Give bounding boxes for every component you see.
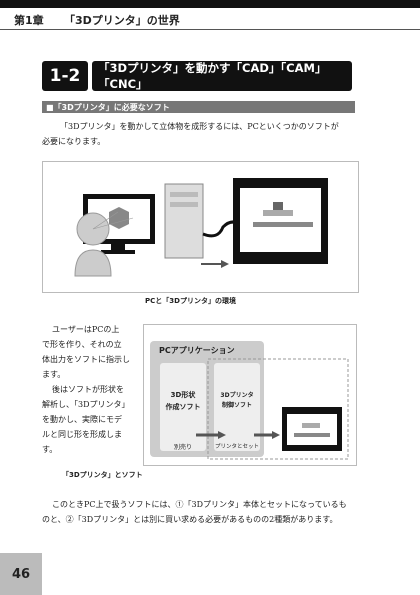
intro-line-2: 必要になります。 bbox=[42, 137, 106, 146]
outro-line-1: このときPC上で扱うソフトには、①「3Dプリンタ」本体とセットになっているも bbox=[52, 500, 347, 509]
outro-line-2: のと、②「3Dプリンタ」とは別に買い求める必要があるものの2種類があります。 bbox=[42, 515, 338, 524]
figure2-caption: 「3Dプリンタ」とソフト bbox=[62, 471, 143, 479]
dashed-group-outline bbox=[207, 358, 349, 460]
cad-label-1: 3D形状 bbox=[170, 391, 196, 399]
figure-pc-environment bbox=[42, 161, 359, 293]
printer-sub-label: プリンタとセット bbox=[214, 444, 259, 450]
intro-line-1: 「3Dプリンタ」を動かして立体物を成形するには、PCといくつかのソフトが bbox=[60, 122, 339, 131]
side-line: ます。 bbox=[42, 370, 66, 379]
section-title: 「3Dプリンタ」を動かす「CAD」「CAM」「CNC」 bbox=[92, 61, 352, 91]
top-bar bbox=[0, 0, 420, 8]
pc-printer-illustration bbox=[74, 178, 328, 277]
side-line: ルと同じ形を形成しま bbox=[42, 430, 122, 439]
figure1-caption: PCと「3Dプリンタ」の環境 bbox=[145, 297, 236, 305]
side-line: を動かし、実際にモデ bbox=[42, 415, 122, 424]
subsection-heading: ■「3Dプリンタ」に必要なソフト bbox=[42, 101, 355, 113]
chapter-divider bbox=[0, 29, 420, 30]
side-line: 体出力をソフトに指示し bbox=[42, 355, 130, 364]
side-line: で形を作り、それの立 bbox=[42, 340, 122, 349]
section-number: 1-2 bbox=[42, 61, 88, 91]
side-line: す。 bbox=[42, 445, 58, 454]
pc-app-title: PCアプリケーション bbox=[159, 346, 235, 355]
page-number: 46 bbox=[0, 553, 42, 595]
chapter-title: 「3Dプリンタ」の世界 bbox=[64, 14, 180, 27]
figure-software-diagram: PCアプリケーション 3D形状 作成ソフト 別売り 3Dプリンタ 制御ソフト プ… bbox=[143, 324, 357, 466]
chapter-number: 第1章 bbox=[14, 14, 44, 27]
cad-label-2: 作成ソフト bbox=[165, 403, 201, 411]
side-line: ユーザーはPCの上 bbox=[52, 325, 120, 334]
printer-label-1: 3Dプリンタ bbox=[220, 392, 254, 399]
side-paragraph: ユーザーはPCの上 で形を作り、それの立 体出力をソフトに指示し ます。 後はソ… bbox=[42, 322, 138, 457]
side-line: 後はソフトが形状を bbox=[52, 385, 124, 394]
printer-label-2: 制御ソフト bbox=[221, 402, 252, 409]
side-line: 解析し、「3Dプリンタ」 bbox=[42, 400, 130, 409]
cad-sub-label: 別売り bbox=[173, 444, 192, 451]
diagram-arrows bbox=[196, 358, 349, 460]
